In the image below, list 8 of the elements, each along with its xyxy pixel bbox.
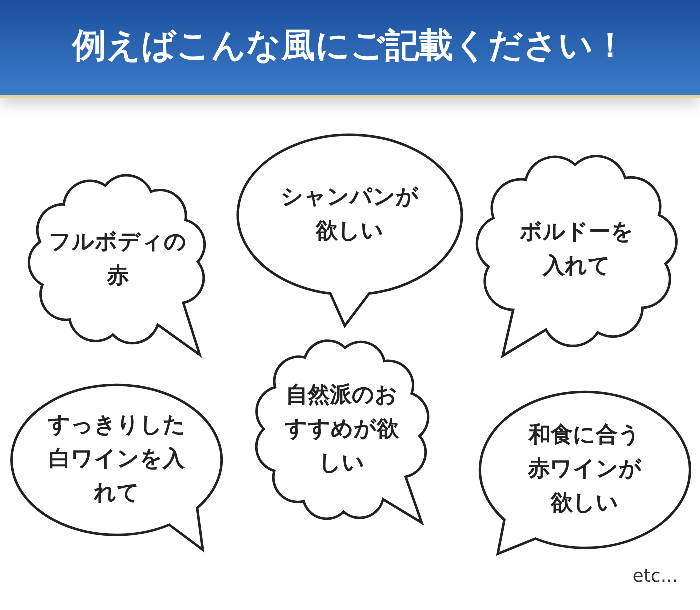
bubble-text: フルボディの赤 xyxy=(48,229,188,291)
bubble-text: シャンパンが欲しい xyxy=(280,184,420,246)
bubble-text: 和食に合う赤ワインが欲しい xyxy=(527,422,643,518)
bubble-text: ボルドーを入れて xyxy=(519,219,635,281)
title-text: 例えばこんな風にご記載ください！ xyxy=(70,25,628,68)
note-text: etc... xyxy=(632,566,678,587)
bubble-text: すっきりした白ワインを入れて xyxy=(47,412,187,508)
bubble-text: 自然派のおすすめが欲しい xyxy=(284,382,400,478)
